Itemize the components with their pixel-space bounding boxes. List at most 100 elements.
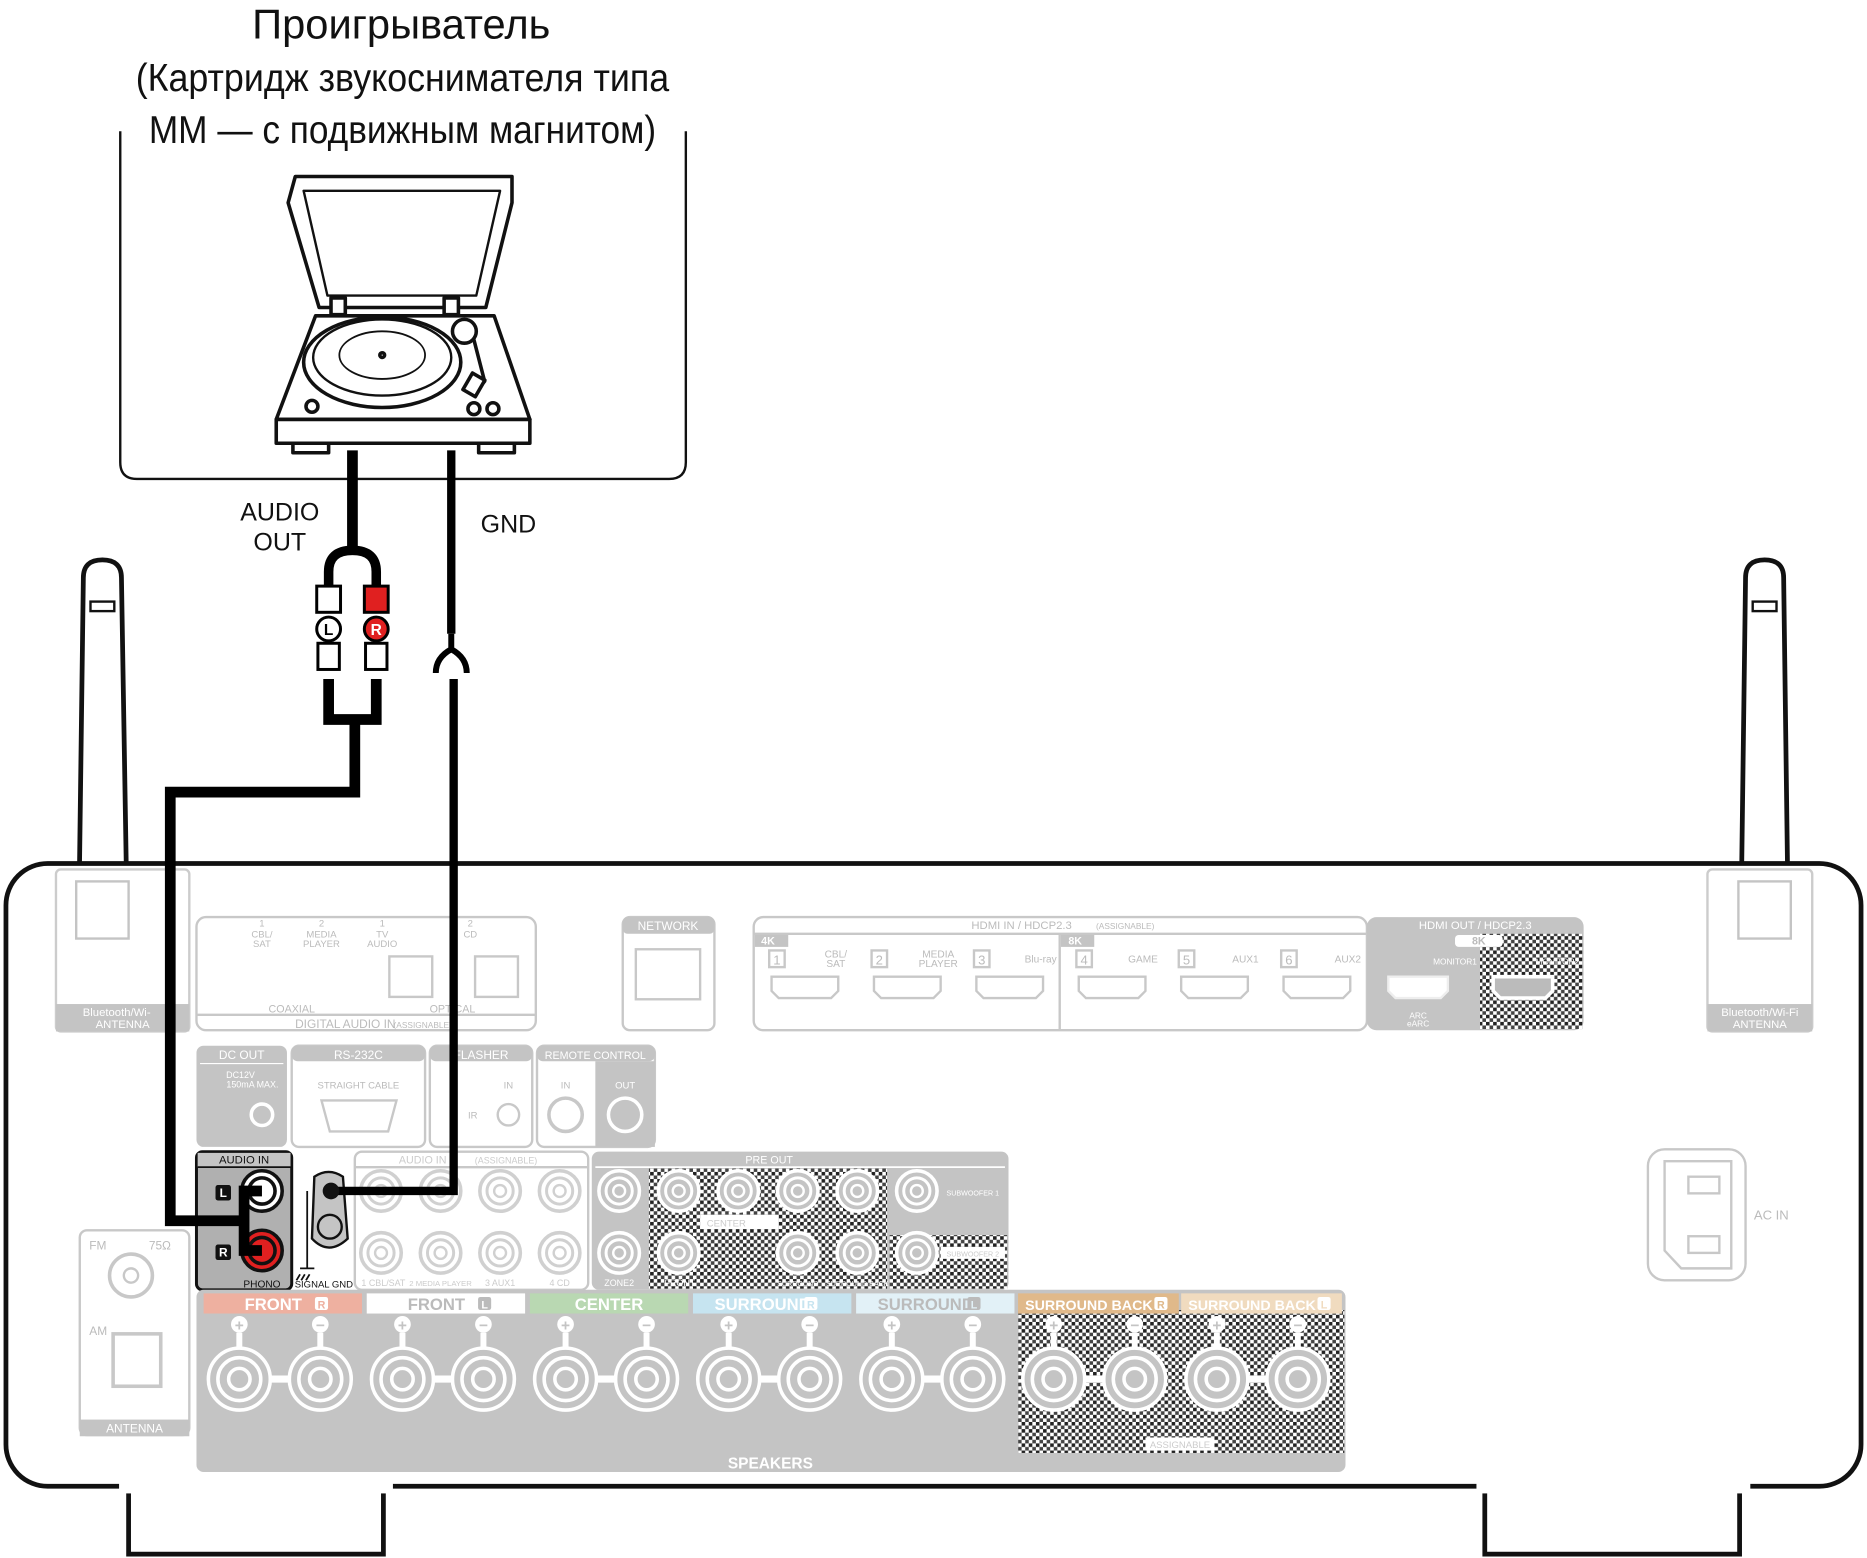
ac-inlet[interactable] [1663, 1160, 1733, 1270]
analog-audio-in-panel: AUDIO IN (ASSIGNABLE) 1 CBL/SAT 2 MEDIA … [353, 1150, 590, 1291]
speaker-channel-label: CENTER [575, 1295, 643, 1314]
zone2-label: ZONE2 [604, 1278, 634, 1288]
hdmi-port-number: 5 [1183, 953, 1190, 968]
hdmi-monitor2-port[interactable] [1491, 974, 1555, 1000]
bt-antenna-left-label: Bluetooth/Wi- [83, 1007, 151, 1019]
hdmi-in-assignable: (ASSIGNABLE) [1096, 921, 1155, 931]
analog-audio-in-assignable: (ASSIGNABLE) [475, 1156, 537, 1166]
fm-jack[interactable] [107, 1252, 155, 1299]
remote-out-jack[interactable] [606, 1096, 644, 1134]
flasher-ir: IR [468, 1110, 478, 1121]
digital-audio-assignable: (ASSIGNABLE) [394, 1020, 453, 1030]
svg-text:+: + [1049, 1317, 1058, 1334]
fm-am-antenna-panel: FM 75Ω AM ANTENNA [78, 1229, 191, 1437]
speaker-channel-label: FRONT [245, 1295, 302, 1314]
remote-in-label: IN [561, 1081, 571, 1092]
monitor2-label: MONITOR2 [1536, 957, 1580, 967]
analog-audio-in-title: AUDIO IN [399, 1155, 447, 1167]
hdmi-port-number-box [767, 949, 786, 969]
hdmi-out-title: HDMI OUT / HDCP2.3 [1419, 920, 1532, 932]
hdmi-in-port[interactable] [1282, 975, 1352, 1000]
remote-control-panel: REMOTE CONTROL IN OUT [535, 1044, 657, 1149]
phono-audio-in-title: AUDIO IN [219, 1155, 269, 1167]
hdmi-in-port[interactable] [1077, 975, 1147, 1000]
am-label: AM [89, 1324, 107, 1338]
optical-1-name: TV [376, 929, 389, 940]
pre-out-title: PRE OUT [745, 1155, 793, 1167]
gnd-label: GND [481, 511, 537, 539]
speaker-channel-side: R [1157, 1299, 1165, 1311]
analog-input-3: 3 AUX1 [485, 1278, 515, 1288]
hdmi-port-name: AUX2 [1335, 954, 1362, 965]
hdmi-port-name: Blu-ray [1025, 954, 1058, 965]
hdmi-port-number: 2 [876, 953, 883, 968]
dc-out-spec-2: 150mA MAX. [226, 1079, 278, 1089]
speaker-channel-side: R [318, 1299, 326, 1311]
optical-jack-2[interactable] [473, 955, 520, 999]
ethernet-port[interactable] [634, 948, 702, 1001]
hdmi-in-port[interactable] [1179, 975, 1250, 1000]
arc-label: ARC [1409, 1010, 1427, 1020]
audio-out-label: AUDIO [240, 499, 319, 527]
speaker-channel-label: FRONT [408, 1295, 465, 1314]
optical-2-num: 2 [468, 919, 473, 930]
hdmi-port-number-box [1279, 949, 1298, 969]
gnd-cable [331, 450, 470, 1196]
optical-jack-1[interactable] [388, 955, 434, 999]
phono-l-label: L [220, 1186, 227, 1200]
flasher-title: FLASHER [454, 1048, 509, 1062]
hdmi-in-port[interactable] [975, 975, 1045, 1000]
flasher-in: IN [504, 1081, 514, 1092]
speaker-channel-header [529, 1293, 689, 1314]
pre-front-label: FRONT [665, 1278, 696, 1288]
audio-cable [164, 450, 382, 1256]
rs232c-title: RS-232C [334, 1048, 383, 1062]
svg-text:−: − [968, 1317, 977, 1334]
dc-out-jack[interactable] [249, 1102, 275, 1128]
earc-label: eARC [1407, 1019, 1429, 1029]
am-terminal[interactable] [111, 1332, 163, 1389]
optical-1-num: 1 [380, 919, 385, 930]
speaker-channel-label: SURROUND [878, 1295, 974, 1314]
hdmi-in-port[interactable] [872, 975, 942, 1000]
speakers-title: SPEAKERS [728, 1455, 813, 1472]
hdmi-port-number-box [972, 949, 991, 969]
digital-audio-in-title: DIGITAL AUDIO IN [295, 1017, 395, 1031]
plug-r-label: R [371, 622, 382, 639]
hdmi-in-title: HDMI IN / HDCP2.3 [971, 920, 1071, 932]
coax-2-num: 2 [319, 919, 324, 930]
flasher-panel: FLASHER IN IR [428, 1044, 534, 1149]
hdmi-in-port[interactable] [770, 975, 840, 1000]
svg-text:−: − [805, 1317, 814, 1334]
hdmi-port-number: 6 [1285, 953, 1292, 968]
hdmi-monitor1-port[interactable] [1387, 975, 1450, 1000]
hdmi-port-name-2: PLAYER [919, 959, 958, 970]
digital-audio-in-panel: 1 CBL/ SAT 2 MEDIA PLAYER 1 TV AUDIO 2 C… [195, 915, 538, 1032]
speaker-channel-side: R [807, 1299, 815, 1311]
bt-antenna-right-label-2: ANTENNA [1733, 1019, 1787, 1031]
antenna-right [1738, 557, 1791, 938]
optical-2-name: CD [463, 929, 477, 940]
flasher-jack[interactable] [496, 1102, 521, 1127]
hdmi-port-name-2: SAT [826, 959, 845, 970]
optical-1-name-2: AUDIO [367, 939, 397, 950]
svg-text:+: + [561, 1317, 570, 1334]
hdmi-port-number: 1 [773, 953, 780, 968]
svg-text:+: + [1212, 1317, 1221, 1334]
svg-text:−: − [1130, 1317, 1139, 1334]
remote-out-label: OUT [615, 1081, 635, 1092]
svg-text:+: + [398, 1317, 407, 1334]
speaker-channel-header [1018, 1293, 1179, 1314]
pre-center-label: CENTER [707, 1219, 746, 1230]
subwoofer2-label: SUBWOOFER 2 [946, 1250, 999, 1258]
speaker-channel-label: SURROUND [715, 1295, 811, 1314]
hdmi-port-number-box [870, 949, 889, 969]
remote-in-jack[interactable] [547, 1096, 585, 1134]
svg-text:−: − [316, 1317, 325, 1334]
rs232c-port[interactable] [319, 1099, 399, 1133]
hdmi-port-name: CBL/ [825, 950, 848, 961]
speaker-channel-label: SURROUND BACK [1188, 1298, 1316, 1314]
hdmi-port-number: 3 [978, 953, 985, 968]
